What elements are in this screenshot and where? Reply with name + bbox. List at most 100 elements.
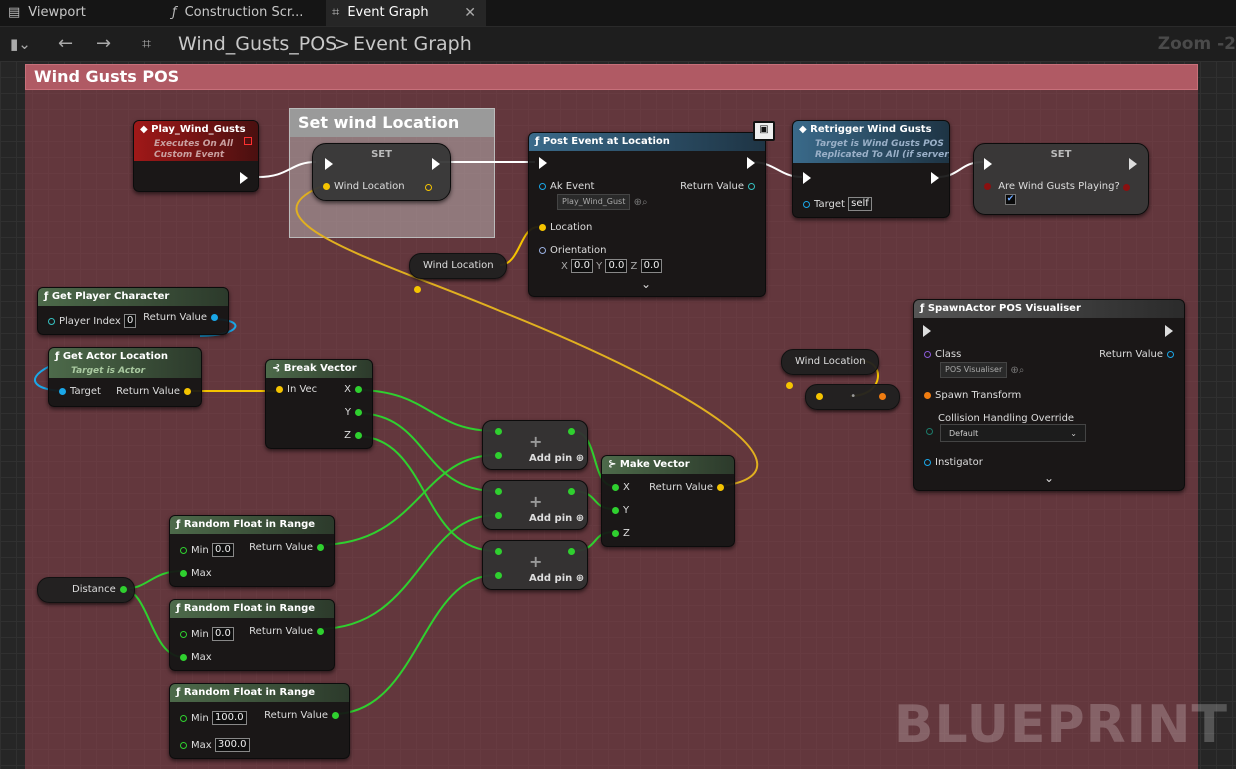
rotator-pin[interactable] (539, 246, 546, 254)
breadcrumb-root[interactable]: Wind_Gusts_POS (178, 33, 338, 55)
float-pin[interactable] (180, 741, 187, 749)
float-pin[interactable] (355, 431, 362, 439)
float-pin[interactable] (612, 506, 619, 514)
class-selector[interactable]: POS Visualiser ⊕⌕ (940, 362, 1024, 378)
pin-y[interactable]: Y (608, 505, 629, 516)
inner-comment-box[interactable]: Set wind Location (289, 108, 495, 238)
playing-checkbox[interactable]: ✔ (1005, 194, 1016, 205)
pin-return-value[interactable]: Return Value (143, 312, 222, 323)
vector-pin[interactable] (717, 483, 724, 491)
ak-event-selector[interactable]: Play_Wind_Gust ⊕⌕ (557, 194, 648, 210)
bool-out-pin[interactable] (1123, 184, 1130, 191)
node-wind-location-getter[interactable]: Wind Location (409, 253, 507, 293)
float-pin[interactable] (495, 428, 502, 435)
node-get-player-character[interactable]: ƒ Get Player Character Player Index 0 Re… (37, 287, 229, 335)
vector-out-pin[interactable] (425, 184, 432, 191)
inner-comment-title[interactable]: Set wind Location (290, 109, 494, 137)
float-pin[interactable] (612, 483, 619, 491)
pin-instigator[interactable]: Instigator (920, 457, 983, 468)
float-pin[interactable] (568, 428, 575, 435)
forward-arrow-icon[interactable]: → (96, 33, 112, 54)
node-random-float-3[interactable]: ƒ Random Float in Range Min 100.0 Max 30… (169, 683, 350, 759)
pin-max[interactable]: Max (176, 568, 212, 579)
pin-z[interactable]: Z (608, 528, 630, 539)
node-retrigger-wind-gusts[interactable]: ◆ Retrigger Wind Gusts Target is Wind Gu… (792, 120, 950, 218)
exec-in-pin[interactable] (325, 158, 333, 170)
pin-class[interactable]: Class (920, 349, 961, 360)
exec-in-pin[interactable] (923, 325, 932, 337)
comment-title[interactable]: Wind Gusts POS (25, 64, 1198, 90)
float-pin[interactable] (568, 548, 575, 555)
pin-are-wind-gusts-playing[interactable]: Are Wind Gusts Playing? (980, 181, 1120, 192)
float-pin[interactable] (495, 548, 502, 555)
pin-target[interactable]: Target self (799, 197, 872, 211)
exec-in-pin[interactable] (539, 157, 547, 169)
class-pin[interactable] (924, 350, 931, 358)
pin-player-index[interactable]: Player Index 0 (44, 314, 137, 328)
add-pin-button[interactable]: Add pin ⊕ (529, 513, 584, 524)
pin-min[interactable]: Min 0.0 (176, 627, 234, 641)
vector-pin[interactable] (184, 387, 191, 395)
back-arrow-icon[interactable]: ← (58, 33, 74, 54)
exec-in-pin[interactable] (803, 172, 811, 184)
pin-y[interactable]: Y (345, 407, 366, 418)
vector-pin[interactable] (539, 223, 546, 231)
pin-return-value[interactable]: Return Value (116, 386, 195, 397)
pin-ak-event[interactable]: Ak Event (535, 181, 594, 192)
pin-min[interactable]: Min 100.0 (176, 711, 247, 725)
float-pin[interactable] (332, 711, 339, 719)
object-pin[interactable] (539, 182, 546, 190)
vector-out-pin[interactable] (786, 381, 793, 389)
float-pin[interactable] (180, 714, 187, 722)
pin-max[interactable]: Max (176, 652, 212, 663)
pin-return-value[interactable]: Return Value (1099, 349, 1178, 360)
close-icon[interactable]: ✕ (464, 5, 476, 21)
node-make-vector[interactable]: ⊱ Make Vector X Y Z Return Value (601, 455, 735, 547)
node-add-1[interactable]: + Add pin ⊕ (482, 420, 588, 470)
node-play-wind-gusts[interactable]: ◆ Play_Wind_Gusts Executes On All Custom… (133, 120, 259, 192)
float-pin[interactable] (180, 653, 187, 661)
ak-event-dropdown[interactable]: Play_Wind_Gust (557, 194, 631, 210)
node-random-float-1[interactable]: ƒ Random Float in Range Min 0.0 Max Retu… (169, 515, 335, 587)
pin-x[interactable]: X (608, 482, 630, 493)
exec-out-pin[interactable] (1129, 158, 1138, 170)
pin-max[interactable]: Max 300.0 (176, 738, 250, 752)
object-pin[interactable] (59, 387, 66, 395)
transform-pin[interactable] (924, 391, 931, 399)
vector-pin[interactable] (276, 385, 283, 393)
delegate-pin[interactable] (244, 137, 252, 145)
vector-pin[interactable] (323, 182, 330, 190)
float-pin[interactable] (355, 408, 362, 416)
add-pin-button[interactable]: Add pin ⊕ (529, 453, 584, 464)
min-input[interactable]: 0.0 (211, 543, 234, 557)
int-pin[interactable] (748, 182, 755, 190)
chevron-down-icon[interactable]: ⌄ (1044, 471, 1055, 485)
float-pin[interactable] (180, 546, 187, 554)
int-pin[interactable] (48, 317, 55, 325)
node-break-vector[interactable]: ⊰ Break Vector In Vec X Y Z (265, 359, 373, 449)
node-spawn-actor[interactable]: ƒ SpawnActor POS Visualiser Class POS Vi… (913, 299, 1185, 491)
target-self-input[interactable]: self (848, 197, 872, 211)
vector-pin[interactable] (816, 392, 823, 400)
pin-wind-location-in[interactable]: Wind Location (319, 181, 405, 192)
pin-in-vec[interactable]: In Vec (272, 384, 317, 395)
orientation-x-input[interactable]: 0.0 (571, 259, 593, 273)
max-input[interactable]: 300.0 (214, 738, 250, 752)
class-dropdown[interactable]: POS Visualiser (940, 362, 1008, 378)
float-pin[interactable] (495, 512, 502, 519)
vector-out-pin[interactable] (414, 285, 421, 293)
min-input[interactable]: 0.0 (211, 627, 234, 641)
tab-construction-script[interactable]: ƒ Construction Scr... (172, 0, 322, 26)
pin-min[interactable]: Min 0.0 (176, 543, 234, 557)
node-wind-location-getter[interactable]: Wind Location (781, 349, 879, 389)
byte-pin[interactable] (926, 428, 933, 435)
float-pin[interactable] (355, 385, 362, 393)
player-index-input[interactable]: 0 (124, 314, 137, 328)
pin-spawn-transform[interactable]: Spawn Transform (920, 390, 1021, 401)
node-make-transform[interactable]: • (805, 384, 900, 410)
graph-canvas[interactable]: Wind Gusts POS Set wind Location (0, 61, 1236, 769)
transform-out-pin[interactable] (879, 392, 887, 400)
search-icon[interactable]: ⊕⌕ (633, 197, 648, 208)
exec-out-pin[interactable] (931, 172, 939, 184)
pin-return-value[interactable]: Return Value (649, 482, 728, 493)
